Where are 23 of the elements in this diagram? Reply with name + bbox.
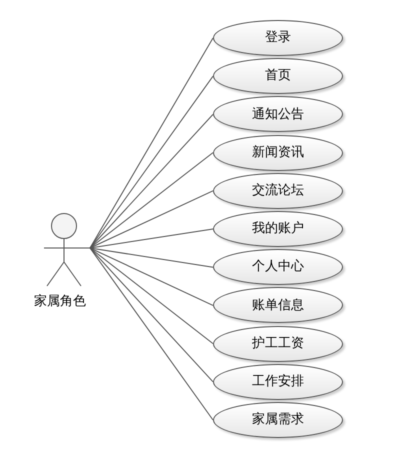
use-case-label: 个人中心	[252, 258, 304, 276]
use-case-label: 首页	[265, 67, 291, 86]
association-line	[90, 248, 214, 382]
use-case-label: 我的账户	[252, 220, 304, 238]
actor-name: 家属角色	[34, 294, 86, 310]
association-line	[90, 114, 214, 248]
association-line	[90, 152, 214, 248]
association-line	[90, 190, 214, 248]
association-line	[90, 248, 214, 420]
use-case-label: 护工工资	[252, 334, 304, 353]
use-case-label: 工作安排	[252, 373, 304, 392]
association-line	[90, 38, 214, 248]
association-line	[90, 76, 214, 248]
association-line	[90, 248, 214, 344]
use-case-label: 新闻资讯	[252, 144, 304, 162]
use-case-label: 家属需求	[252, 411, 304, 430]
association-line	[90, 228, 214, 248]
association-line	[90, 248, 214, 268]
association-line	[90, 248, 214, 306]
use-case-label: 登录	[265, 29, 291, 48]
use-case-label: 账单信息	[252, 296, 304, 315]
use-case-label: 交流论坛	[252, 182, 304, 200]
use-case-label: 通知公告	[252, 106, 304, 124]
